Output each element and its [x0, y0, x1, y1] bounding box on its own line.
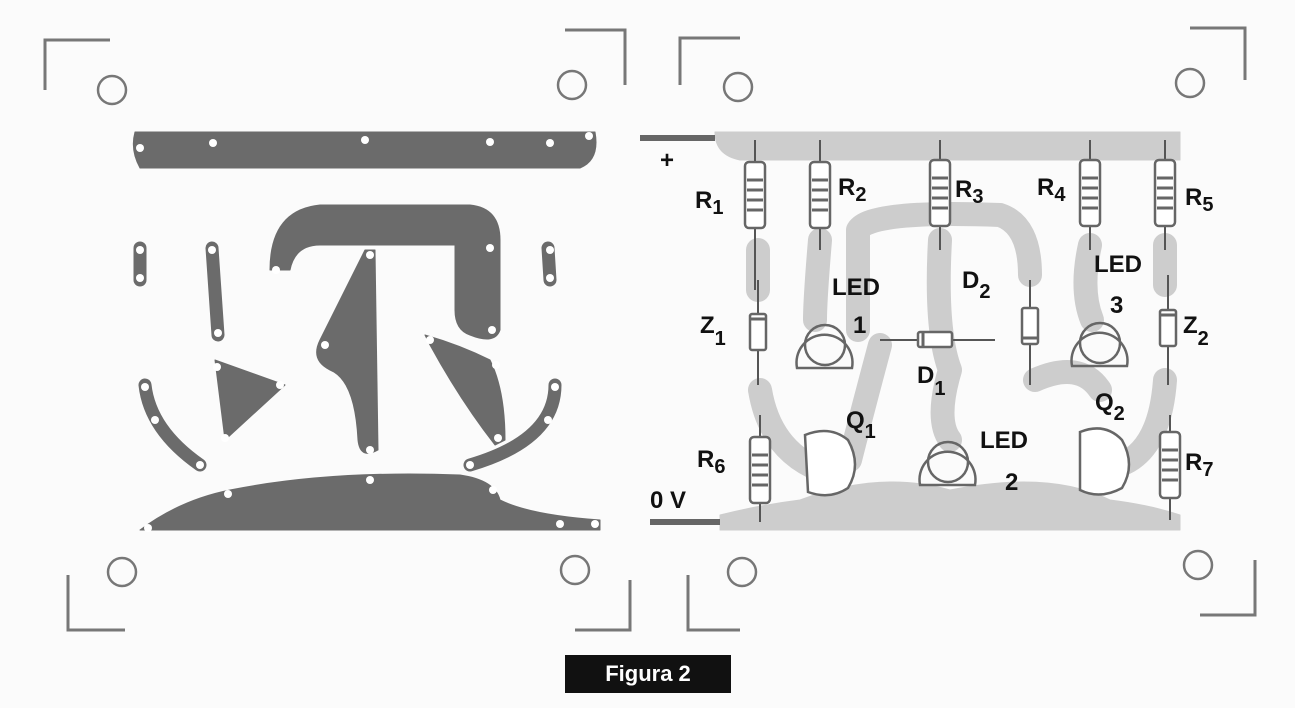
- resistor-r1: [743, 160, 767, 230]
- led-3: [1070, 321, 1129, 368]
- zener-z1: [748, 312, 768, 352]
- resistor-r3: [928, 158, 952, 228]
- diode-d1: [916, 330, 954, 349]
- diode-d2: [1020, 306, 1040, 346]
- label-q1: Q1: [846, 407, 876, 443]
- label-led1: LED: [832, 274, 880, 301]
- label-led2-num: 2: [1005, 469, 1018, 496]
- label-plus: +: [660, 147, 674, 174]
- resistor-r6: [748, 435, 772, 505]
- copper-pads: [136, 132, 599, 532]
- label-led3: LED: [1094, 251, 1142, 278]
- label-r1: R1: [695, 187, 723, 219]
- zener-z2: [1158, 308, 1178, 348]
- label-z1: Z1: [700, 312, 726, 350]
- transistor-q2: [1078, 427, 1131, 496]
- label-d1: D1: [917, 362, 945, 400]
- label-r2: R2: [838, 174, 866, 206]
- mounting-holes: [96, 67, 1214, 588]
- figure-caption: Figura 2: [565, 655, 731, 693]
- label-r3: R3: [955, 176, 983, 208]
- label-r6: R6: [697, 446, 725, 478]
- component-labels: R1 R2 R3 R4 R5 R6 R7 Z1 Z2 D1 D2 Q1 Q2 L…: [650, 147, 1213, 514]
- transistor-q1: [803, 429, 857, 497]
- label-q2: Q2: [1095, 389, 1125, 425]
- resistor-r5: [1153, 158, 1177, 228]
- label-led1-num: 1: [853, 312, 866, 339]
- label-ground: 0 V: [650, 487, 686, 514]
- resistor-bands: [747, 176, 1178, 487]
- label-r5: R5: [1185, 184, 1213, 216]
- label-r7: R7: [1185, 449, 1213, 481]
- label-d2: D2: [962, 267, 990, 303]
- label-led3-num: 3: [1110, 292, 1123, 319]
- label-r4: R4: [1037, 174, 1066, 206]
- label-z2: Z2: [1183, 312, 1209, 350]
- led-2: [918, 440, 977, 487]
- registration-marks: [43, 26, 1257, 632]
- label-led2: LED: [980, 427, 1028, 454]
- resistor-r4: [1078, 158, 1102, 228]
- resistor-r7: [1158, 430, 1182, 500]
- resistor-r2: [808, 160, 832, 230]
- led-1: [795, 323, 854, 370]
- copper-traces: [132, 131, 601, 531]
